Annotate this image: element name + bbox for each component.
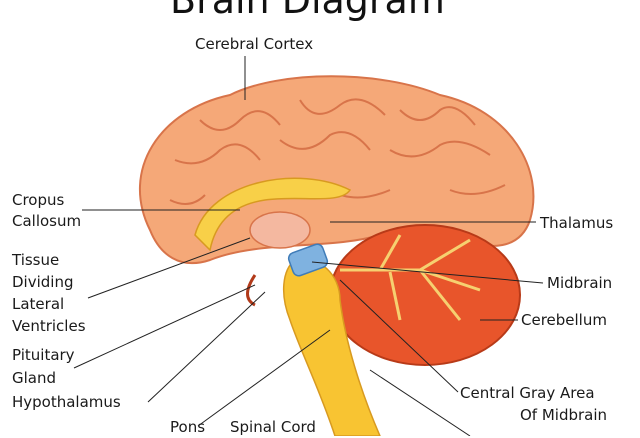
label-tissue-line4: Ventricles	[12, 317, 86, 335]
label-cerebral-cortex: Cerebral Cortex	[195, 35, 314, 53]
label-central-gray-line1: Central Gray Area	[460, 384, 595, 402]
label-pituitary-line2: Gland	[12, 369, 57, 387]
label-corpus-callosum-line1: Cropus	[12, 191, 65, 209]
corpus-callosum	[194, 177, 352, 252]
cerebellum	[329, 224, 521, 366]
pituitary-gland	[246, 274, 257, 307]
midbrain	[287, 243, 329, 277]
cerebrum	[139, 75, 535, 265]
label-pituitary-line1: Pituitary	[12, 346, 75, 364]
label-cerebellum: Cerebellum	[521, 311, 607, 329]
label-tissue-line1: Tissue	[12, 251, 60, 269]
brainstem	[282, 258, 381, 436]
label-tissue-line3: Lateral	[12, 295, 65, 313]
arbor-vitae	[340, 234, 481, 321]
label-thalamus: Thalamus	[540, 214, 614, 232]
label-central-gray-line2: Of Midbrain	[520, 406, 608, 424]
label-corpus-callosum-line2: Callosum	[12, 212, 82, 230]
label-tissue-line2: Dividing	[12, 273, 74, 291]
label-hypothalamus: Hypothalamus	[12, 393, 121, 411]
diagram-title: Brain Diagram	[170, 0, 445, 22]
thalamus	[249, 211, 311, 249]
label-pons: Pons	[170, 418, 206, 436]
leader-lines	[73, 56, 544, 436]
label-midbrain: Midbrain	[547, 274, 613, 292]
label-spinal-cord: Spinal Cord	[230, 418, 316, 436]
